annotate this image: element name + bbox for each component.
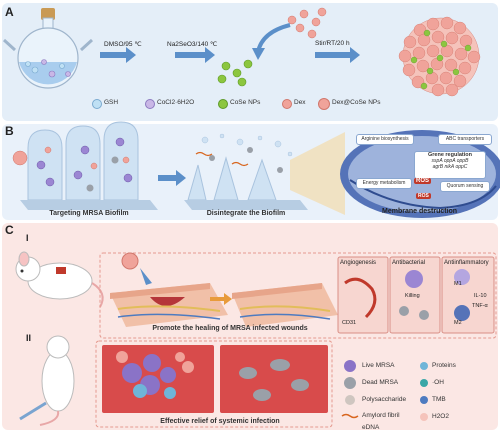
band-heal: Promote the healing of MRSA infected wou…: [152, 325, 308, 332]
band-disintegrate: Disintegrate the Biofilm: [206, 210, 286, 217]
genes-line: sspA oppA oppB: [431, 158, 469, 164]
wound-icon: [110, 252, 228, 327]
infected-tissue-icon: [102, 345, 214, 413]
cose-legend-icon: [218, 99, 228, 109]
polysaccharide-icon: [345, 395, 355, 405]
subpanel-label: II: [26, 333, 32, 343]
tmb-icon: [420, 396, 428, 404]
legend-label: CoCl2·6H2O: [157, 99, 195, 106]
il10-label: IL-10: [474, 293, 487, 299]
band-relief: Effective relief of systemic infection: [160, 418, 280, 425]
subpanel-label: I: [26, 233, 29, 243]
antiinflammatory-label: Antiinflammatory: [444, 260, 489, 266]
arrow-icon: [315, 47, 360, 63]
panel-a-label: A: [5, 5, 14, 19]
flask-icon: [2, 8, 94, 89]
amyloid-fibril-icon: [341, 413, 359, 419]
healed-skin-icon: [232, 283, 338, 327]
step-label: Na2SeO3/140 ℃: [167, 41, 218, 48]
antibacterial-label: Antibacterial: [392, 260, 426, 266]
arginine-box: Arginine biosynthesis: [356, 134, 414, 145]
curved-arrow-icon: [256, 23, 291, 53]
legend-label: CoSe NPs: [230, 99, 261, 106]
dead-mrsa-icon: [344, 377, 356, 389]
gene-box: Grene regulation sspA oppA oppB agrB nik…: [414, 151, 486, 179]
cleared-tissue-icon: [220, 345, 328, 413]
legend-label: Amylord fibril: [362, 412, 400, 419]
panel-c-label: C: [5, 223, 14, 237]
step-label: DMSO/95 ℃: [104, 41, 142, 48]
dex-legend-icon: [282, 99, 292, 109]
legend-label: Live MRSA: [362, 362, 395, 369]
genes-line: agrB nikA oppC: [432, 164, 468, 170]
abc-box: ABC transporters: [438, 134, 492, 145]
killing-label: Killing: [405, 293, 420, 299]
dex-cose-legend-icon: [318, 98, 330, 110]
legend-label: TMB: [432, 396, 446, 403]
legend-label: ·OH: [432, 379, 444, 386]
cd31-label: CD31: [342, 320, 357, 326]
energy-box: Energy metabolism: [356, 178, 412, 189]
legend-label: Dex@CoSe NPs: [332, 99, 381, 106]
legend-label: GSH: [104, 99, 119, 106]
tnf-label: TNF-α: [472, 303, 488, 309]
arrow-icon: [210, 293, 232, 305]
mouse-icon: [15, 251, 104, 308]
hydroxyl-icon: [420, 379, 428, 387]
cocl2-legend-icon: [145, 99, 155, 109]
legend-label: Dead MRSA: [362, 379, 399, 386]
panel-a-scheme: [2, 7, 481, 97]
gsh-legend-icon: [92, 99, 102, 109]
h2o2-icon: [420, 413, 428, 421]
live-mrsa-icon: [344, 360, 356, 372]
dex-cose-cluster: [398, 16, 481, 97]
ros-label: ROS: [416, 193, 431, 199]
m1-label: M1: [454, 281, 462, 287]
mouse-icon: [19, 335, 75, 426]
quorum-box: Quorum sensing: [440, 181, 490, 192]
arrow-icon: [100, 47, 136, 63]
angiogenesis-label: Angiogenesis: [340, 260, 377, 266]
legend-label: Polysaccharide: [362, 396, 407, 403]
membrane-destruction: Membrane destruction: [382, 208, 458, 215]
panel-c-scheme: [15, 251, 497, 428]
legend-label: Dex: [294, 99, 306, 106]
m2-label: M2: [454, 320, 462, 326]
legend-label: Proteins: [432, 362, 456, 369]
panel-b-label: B: [5, 124, 14, 138]
disintegrated-biofilm-icon: [184, 133, 308, 210]
gene-title: Grene regulation: [427, 152, 472, 158]
arrow-icon: [175, 47, 215, 63]
step-label: Stir/RT/20 h: [315, 40, 350, 47]
arrow-icon: [158, 170, 186, 186]
protein-icon: [420, 362, 428, 370]
ros-label: ROS: [414, 178, 432, 184]
legend-label: H2O2: [432, 413, 449, 420]
legend-label: eDNA: [362, 424, 380, 431]
band-targeting: Targeting MRSA Biofilm: [49, 210, 129, 217]
